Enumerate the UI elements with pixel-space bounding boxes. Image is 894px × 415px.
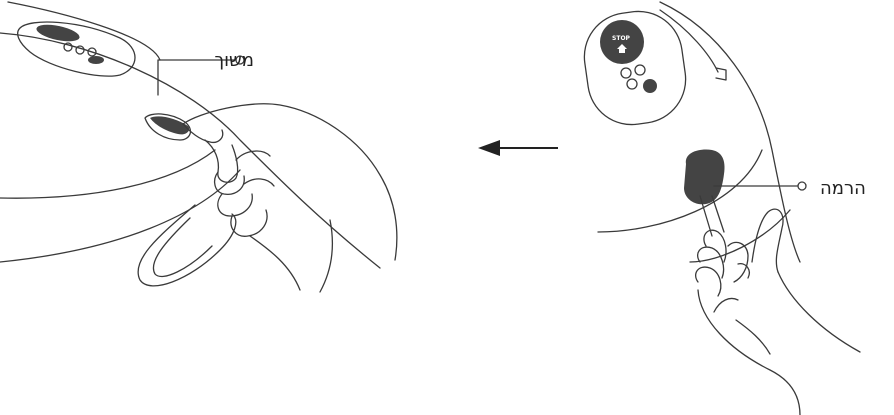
control-panel-go-button [88,56,104,64]
control-panel-stop-button [35,22,81,45]
control-panel-go-button [643,79,657,93]
hand-thumb [752,209,783,272]
arrow-left-icon [478,140,558,156]
robot-body-outline [660,2,800,262]
control-panel-small-button [635,65,645,75]
left-scene-pull [0,2,397,292]
strap-loop [138,205,236,286]
right-scene-lift [579,2,860,415]
hand-knuckle [244,179,274,186]
hand-knuckle [738,264,749,278]
lift-leader-dot [798,182,806,190]
hand-palm [698,290,800,415]
control-panel-small-button [621,68,631,78]
hand-finger [704,230,726,262]
hand-wrist [250,236,300,290]
stop-button-icon [600,20,644,64]
hand-finger [728,242,748,282]
hand-wrist [320,220,332,292]
control-panel-small-button [627,79,637,89]
hand-finger [215,172,245,194]
robot-body-bottom-curve [0,170,240,262]
hand-crease [714,299,738,313]
strap-loop-inner [153,218,212,276]
robot-body-lower-curve [0,150,215,198]
stop-button-label: STOP [612,35,631,42]
hand-finger [698,247,724,278]
hand-finger [205,140,238,182]
hand-finger [218,194,252,216]
lift-label: הרמה [820,178,866,199]
robot-body-lower-curve [598,150,762,232]
hand-crease [736,320,770,354]
hand-wrist [778,272,860,352]
robot-body-outline [0,33,380,268]
control-panel-small-button [76,46,84,54]
left-control-panel [18,22,135,77]
pull-label: משוך [214,50,254,71]
handle-grip [684,150,725,205]
hand-finger [696,267,721,296]
left-hand [183,104,397,292]
right-hand [696,209,860,415]
right-control-panel [579,6,692,131]
robot-body-bottom-curve [690,210,790,262]
